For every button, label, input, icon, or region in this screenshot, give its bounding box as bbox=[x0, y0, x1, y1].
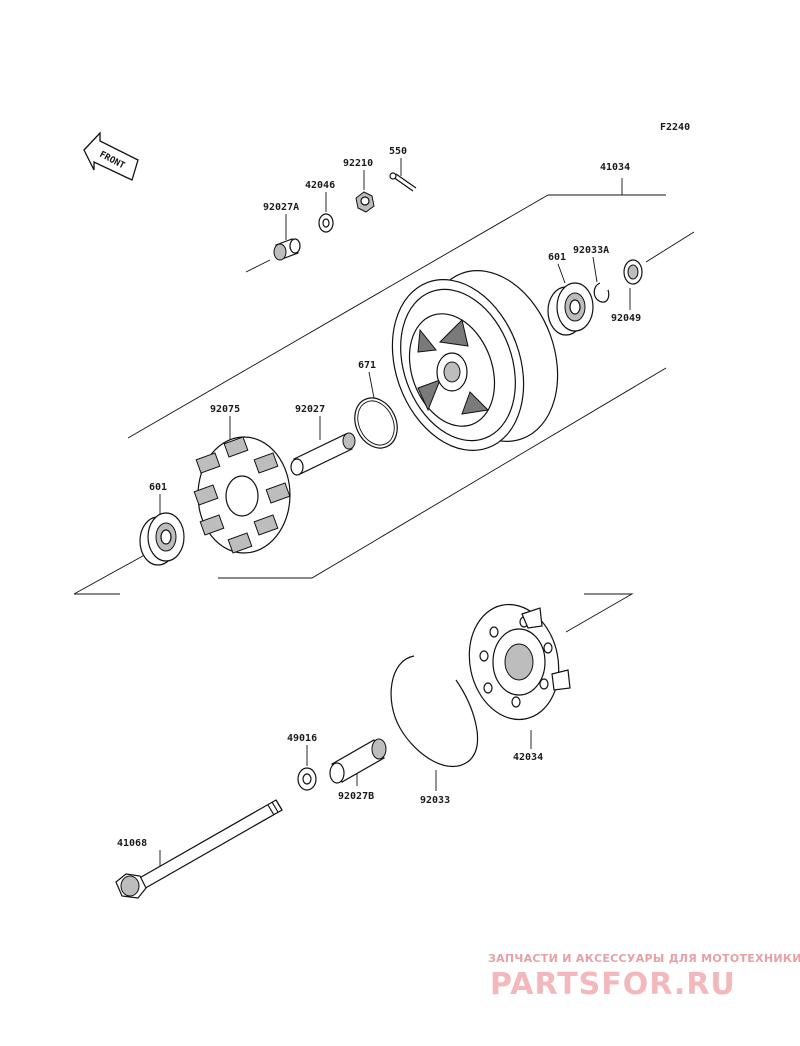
front-arrow-icon: FRONT bbox=[83, 131, 139, 181]
watermark-tagline: ЗАПЧАСТИ И АКСЕССУАРЫ ДЛЯ МОТОТЕХНИКИ bbox=[488, 952, 800, 965]
figure-code: F2240 bbox=[660, 122, 690, 133]
oil-seal-92049 bbox=[623, 259, 643, 285]
axle-line-right bbox=[645, 231, 695, 263]
collar-92027A bbox=[273, 238, 301, 261]
label-92210: 92210 bbox=[343, 158, 373, 169]
label-92049: 92049 bbox=[611, 313, 641, 324]
label-49016: 49016 bbox=[287, 733, 317, 744]
watermark-logo: PARTSFOR.RU bbox=[490, 967, 736, 1002]
damper-92075 bbox=[193, 436, 291, 554]
axle-41068 bbox=[115, 799, 283, 899]
wheel-assembly-frame bbox=[73, 178, 667, 595]
label-92033: 92033 bbox=[420, 795, 450, 806]
label-92027B: 92027B bbox=[338, 791, 374, 802]
cotter-pin-550 bbox=[389, 172, 417, 192]
collar-92027 bbox=[290, 432, 356, 476]
label-92033A: 92033A bbox=[573, 245, 609, 256]
collar-92027B bbox=[329, 738, 387, 784]
coupling-42034 bbox=[468, 603, 571, 721]
washer-42046 bbox=[318, 213, 334, 233]
circlip-92033 bbox=[390, 655, 479, 767]
axle-nut-92210 bbox=[355, 191, 375, 213]
label-42034: 42034 bbox=[513, 752, 543, 763]
label-92075: 92075 bbox=[210, 404, 240, 415]
leader-lines bbox=[159, 158, 631, 870]
washer-49016 bbox=[297, 767, 317, 791]
wheel-rim bbox=[391, 270, 559, 451]
label-41034: 41034 bbox=[600, 162, 630, 173]
label-601-left: 601 bbox=[149, 482, 167, 493]
bearing-601-top bbox=[547, 282, 594, 336]
label-92027: 92027 bbox=[295, 404, 325, 415]
label-42046: 42046 bbox=[305, 180, 335, 191]
axle-line-lower-right bbox=[565, 593, 634, 633]
circlip-92033A bbox=[593, 282, 610, 303]
label-601-top: 601 bbox=[548, 252, 566, 263]
label-671: 671 bbox=[358, 360, 376, 371]
label-92027A: 92027A bbox=[263, 202, 299, 213]
o-ring-671 bbox=[354, 397, 398, 449]
bearing-601-left bbox=[139, 512, 185, 566]
axle-line-left bbox=[245, 259, 271, 273]
label-550: 550 bbox=[389, 146, 407, 157]
label-41068: 41068 bbox=[117, 838, 147, 849]
